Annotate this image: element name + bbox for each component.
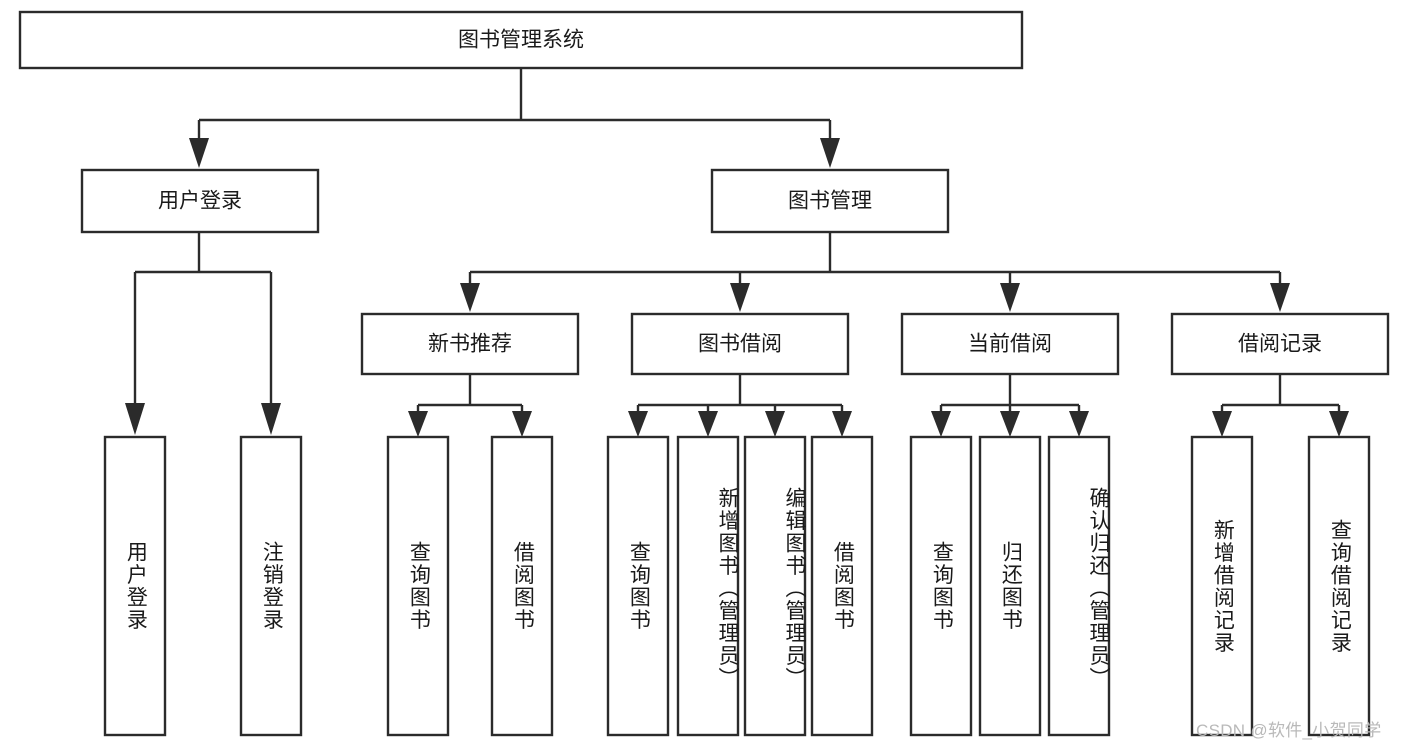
node-borrow-records-label: 借阅记录 — [1238, 333, 1322, 356]
node-book-borrow-box[interactable] — [630, 312, 850, 376]
node-root-box[interactable] — [18, 10, 1024, 70]
connector-group-root — [189, 68, 840, 168]
arrow-cb-leaf-2 — [1000, 411, 1020, 437]
arrow-to-new-book-recommend — [460, 283, 480, 312]
leaf-box-bb-3[interactable] — [743, 435, 807, 737]
arrow-cb-leaf-3 — [1069, 411, 1089, 437]
arrow-nbr-leaf-1 — [408, 411, 428, 437]
leaf-box-cb-1[interactable] — [909, 435, 973, 737]
node-book-borrow[interactable]: 图书借阅 — [630, 312, 850, 376]
connector-group-current-borrow — [931, 374, 1089, 437]
leaf-box-bb-1[interactable] — [606, 435, 670, 737]
node-user-login-box[interactable] — [80, 168, 320, 234]
arrow-to-leaf-logout — [261, 403, 281, 435]
node-new-book-recommend[interactable]: 新书推荐 — [360, 312, 580, 376]
arrow-bb-leaf-2 — [698, 411, 718, 437]
connector-group-new-book-recommend — [408, 374, 532, 437]
arrow-br-leaf-2 — [1329, 411, 1349, 437]
connector-group-book-mgmt — [460, 232, 1290, 312]
connector-group-borrow-records — [1212, 374, 1349, 437]
node-borrow-records-box[interactable] — [1170, 312, 1390, 376]
leaf-box-br-2[interactable] — [1307, 435, 1371, 737]
csdn-watermark: CSDN @软件_小贺同学 — [1196, 721, 1382, 740]
arrow-bb-leaf-3 — [765, 411, 785, 437]
arrow-nbr-leaf-2 — [512, 411, 532, 437]
node-book-management[interactable]: 图书管理 — [710, 168, 950, 234]
node-book-management-label: 图书管理 — [788, 190, 872, 213]
node-new-book-recommend-box[interactable] — [360, 312, 580, 376]
arrow-to-borrow-records — [1270, 283, 1290, 312]
arrow-to-leaf-user-login — [125, 403, 145, 435]
leaf-box-cb-2[interactable] — [978, 435, 1042, 737]
node-current-borrow-label: 当前借阅 — [968, 333, 1052, 356]
leaf-box-bb-4[interactable] — [810, 435, 874, 737]
arrow-root-to-user-login — [189, 138, 209, 168]
node-root[interactable]: 图书管理系统 — [18, 10, 1024, 70]
node-current-borrow[interactable]: 当前借阅 — [900, 312, 1120, 376]
leaf-box-nbr-1[interactable] — [386, 435, 450, 737]
arrow-root-to-book-mgmt — [820, 138, 840, 168]
arrow-to-current-borrow — [1000, 283, 1020, 312]
leaf-box-user-login-1[interactable] — [103, 435, 167, 737]
arrow-cb-leaf-1 — [931, 411, 951, 437]
node-book-management-box[interactable] — [710, 168, 950, 234]
node-new-book-recommend-label: 新书推荐 — [428, 333, 512, 356]
arrow-to-book-borrow — [730, 283, 750, 312]
node-root-label: 图书管理系统 — [458, 29, 584, 52]
connector-group-book-borrow — [628, 374, 852, 437]
arrow-br-leaf-1 — [1212, 411, 1232, 437]
node-user-login-label: 用户登录 — [158, 190, 242, 213]
arrow-bb-leaf-1 — [628, 411, 648, 437]
leaf-box-bb-2[interactable] — [676, 435, 740, 737]
node-current-borrow-box[interactable] — [900, 312, 1120, 376]
leaf-box-nbr-2[interactable] — [490, 435, 554, 737]
node-user-login[interactable]: 用户登录 — [80, 168, 320, 234]
leaf-box-user-login-2[interactable] — [239, 435, 303, 737]
leaf-box-br-1[interactable] — [1190, 435, 1254, 737]
leaf-box-cb-3[interactable] — [1047, 435, 1111, 737]
connector-group-user-login — [125, 232, 281, 435]
arrow-bb-leaf-4 — [832, 411, 852, 437]
node-borrow-records[interactable]: 借阅记录 — [1170, 312, 1390, 376]
node-book-borrow-label: 图书借阅 — [698, 333, 782, 356]
